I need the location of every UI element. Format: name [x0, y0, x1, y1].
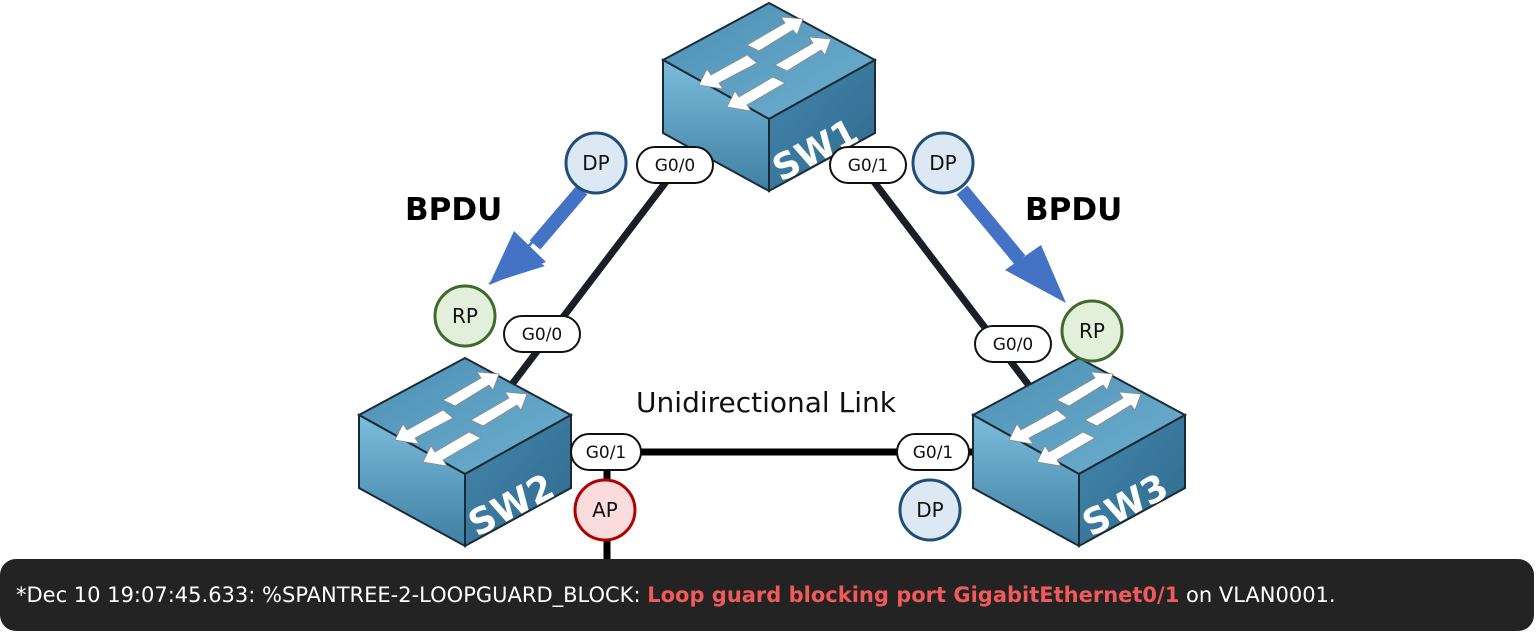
svg-text:AP: AP: [592, 498, 618, 522]
svg-text:G0/1: G0/1: [848, 156, 889, 176]
svg-text:DP: DP: [916, 498, 943, 522]
svg-text:G0/0: G0/0: [993, 335, 1034, 355]
port-sw3-g00: G0/0: [974, 325, 1052, 363]
svg-text:G0/1: G0/1: [913, 443, 954, 463]
role-sw1-right-dp: DP: [911, 131, 975, 195]
log-prefix: *Dec 10 19:07:45.633: %SPANTREE-2-LOOPGU…: [16, 583, 648, 607]
role-sw2-ap: AP: [573, 478, 637, 542]
syslog-message-bar: *Dec 10 19:07:45.633: %SPANTREE-2-LOOPGU…: [0, 559, 1534, 631]
unidirectional-link-label: Unidirectional Link: [636, 386, 897, 419]
port-sw2-g01: G0/1: [570, 433, 642, 471]
port-sw3-g01: G0/1: [896, 433, 970, 471]
svg-text:G0/0: G0/0: [655, 156, 696, 176]
svg-text:G0/1: G0/1: [586, 443, 627, 463]
log-highlight: Loop guard blocking port GigabitEthernet…: [647, 583, 1180, 607]
link-sw1-sw3: [862, 167, 1043, 403]
port-sw1-g01: G0/1: [829, 146, 907, 184]
svg-text:RP: RP: [1079, 319, 1105, 343]
svg-text:G0/0: G0/0: [522, 325, 563, 345]
svg-text:RP: RP: [452, 304, 478, 328]
bpdu-label-left: BPDU: [405, 192, 502, 228]
role-sw1-left-dp: DP: [564, 131, 628, 195]
svg-text:DP: DP: [582, 151, 609, 175]
role-sw3-dp: DP: [898, 478, 962, 542]
log-suffix: on VLAN0001.: [1179, 583, 1336, 607]
svg-text:DP: DP: [929, 151, 956, 175]
link-sw1-sw2: [497, 167, 678, 403]
role-sw3-rp: RP: [1060, 299, 1124, 363]
bpdu-label-right: BPDU: [1025, 192, 1122, 228]
switch-sw2[interactable]: SW2: [358, 357, 572, 547]
bpdu-arrow-right: [956, 185, 1066, 303]
port-sw1-g00: G0/0: [636, 146, 714, 184]
port-sw2-g00: G0/0: [503, 315, 581, 353]
switch-sw3[interactable]: SW3: [972, 357, 1186, 547]
bpdu-arrow-left: [488, 185, 588, 285]
role-sw2-rp: RP: [433, 284, 497, 348]
